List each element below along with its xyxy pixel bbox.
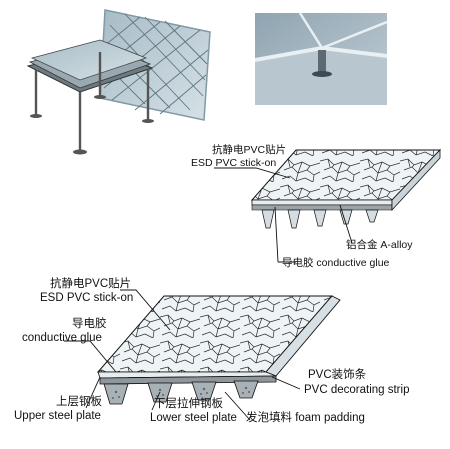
- label-esd-pvc-en-bottom: ESD PVC stick-on: [40, 292, 134, 304]
- label-esd-pvc-cn-mid: 抗静电PVC贴片: [212, 144, 287, 156]
- label-esd-pvc-cn-bottom: 抗静电PVC贴片: [50, 278, 132, 290]
- label-alloy-mid: 铝合金 A-alloy: [346, 239, 413, 251]
- label-lower-plate-en: Lower steel plate: [150, 412, 237, 424]
- label-lower-plate-cn: 下层拉伸钢板: [154, 398, 223, 410]
- floor-panel-corner-closeup-photo: [255, 12, 388, 105]
- label-glue-mid: 导电胶 conductive glue: [282, 257, 390, 269]
- label-pvc-strip-cn: PVC装饰条: [308, 369, 367, 381]
- label-glue-en-bottom: conductive glue: [22, 332, 102, 344]
- label-glue-cn-bottom: 导电胶: [72, 318, 107, 330]
- middle-panel-structure: [214, 149, 442, 263]
- raised-floor-panel-photo: [26, 9, 211, 155]
- label-esd-pvc-en-mid: ESD PVC stick-on: [191, 157, 277, 169]
- label-pvc-strip-en: PVC decorating strip: [304, 384, 410, 396]
- label-upper-plate-en: Upper steel plate: [14, 410, 101, 422]
- label-upper-plate-cn: 上层钢板: [56, 396, 102, 408]
- label-foam-padding: 发泡填料 foam padding: [246, 412, 365, 424]
- bottom-panel-structure: [64, 289, 341, 421]
